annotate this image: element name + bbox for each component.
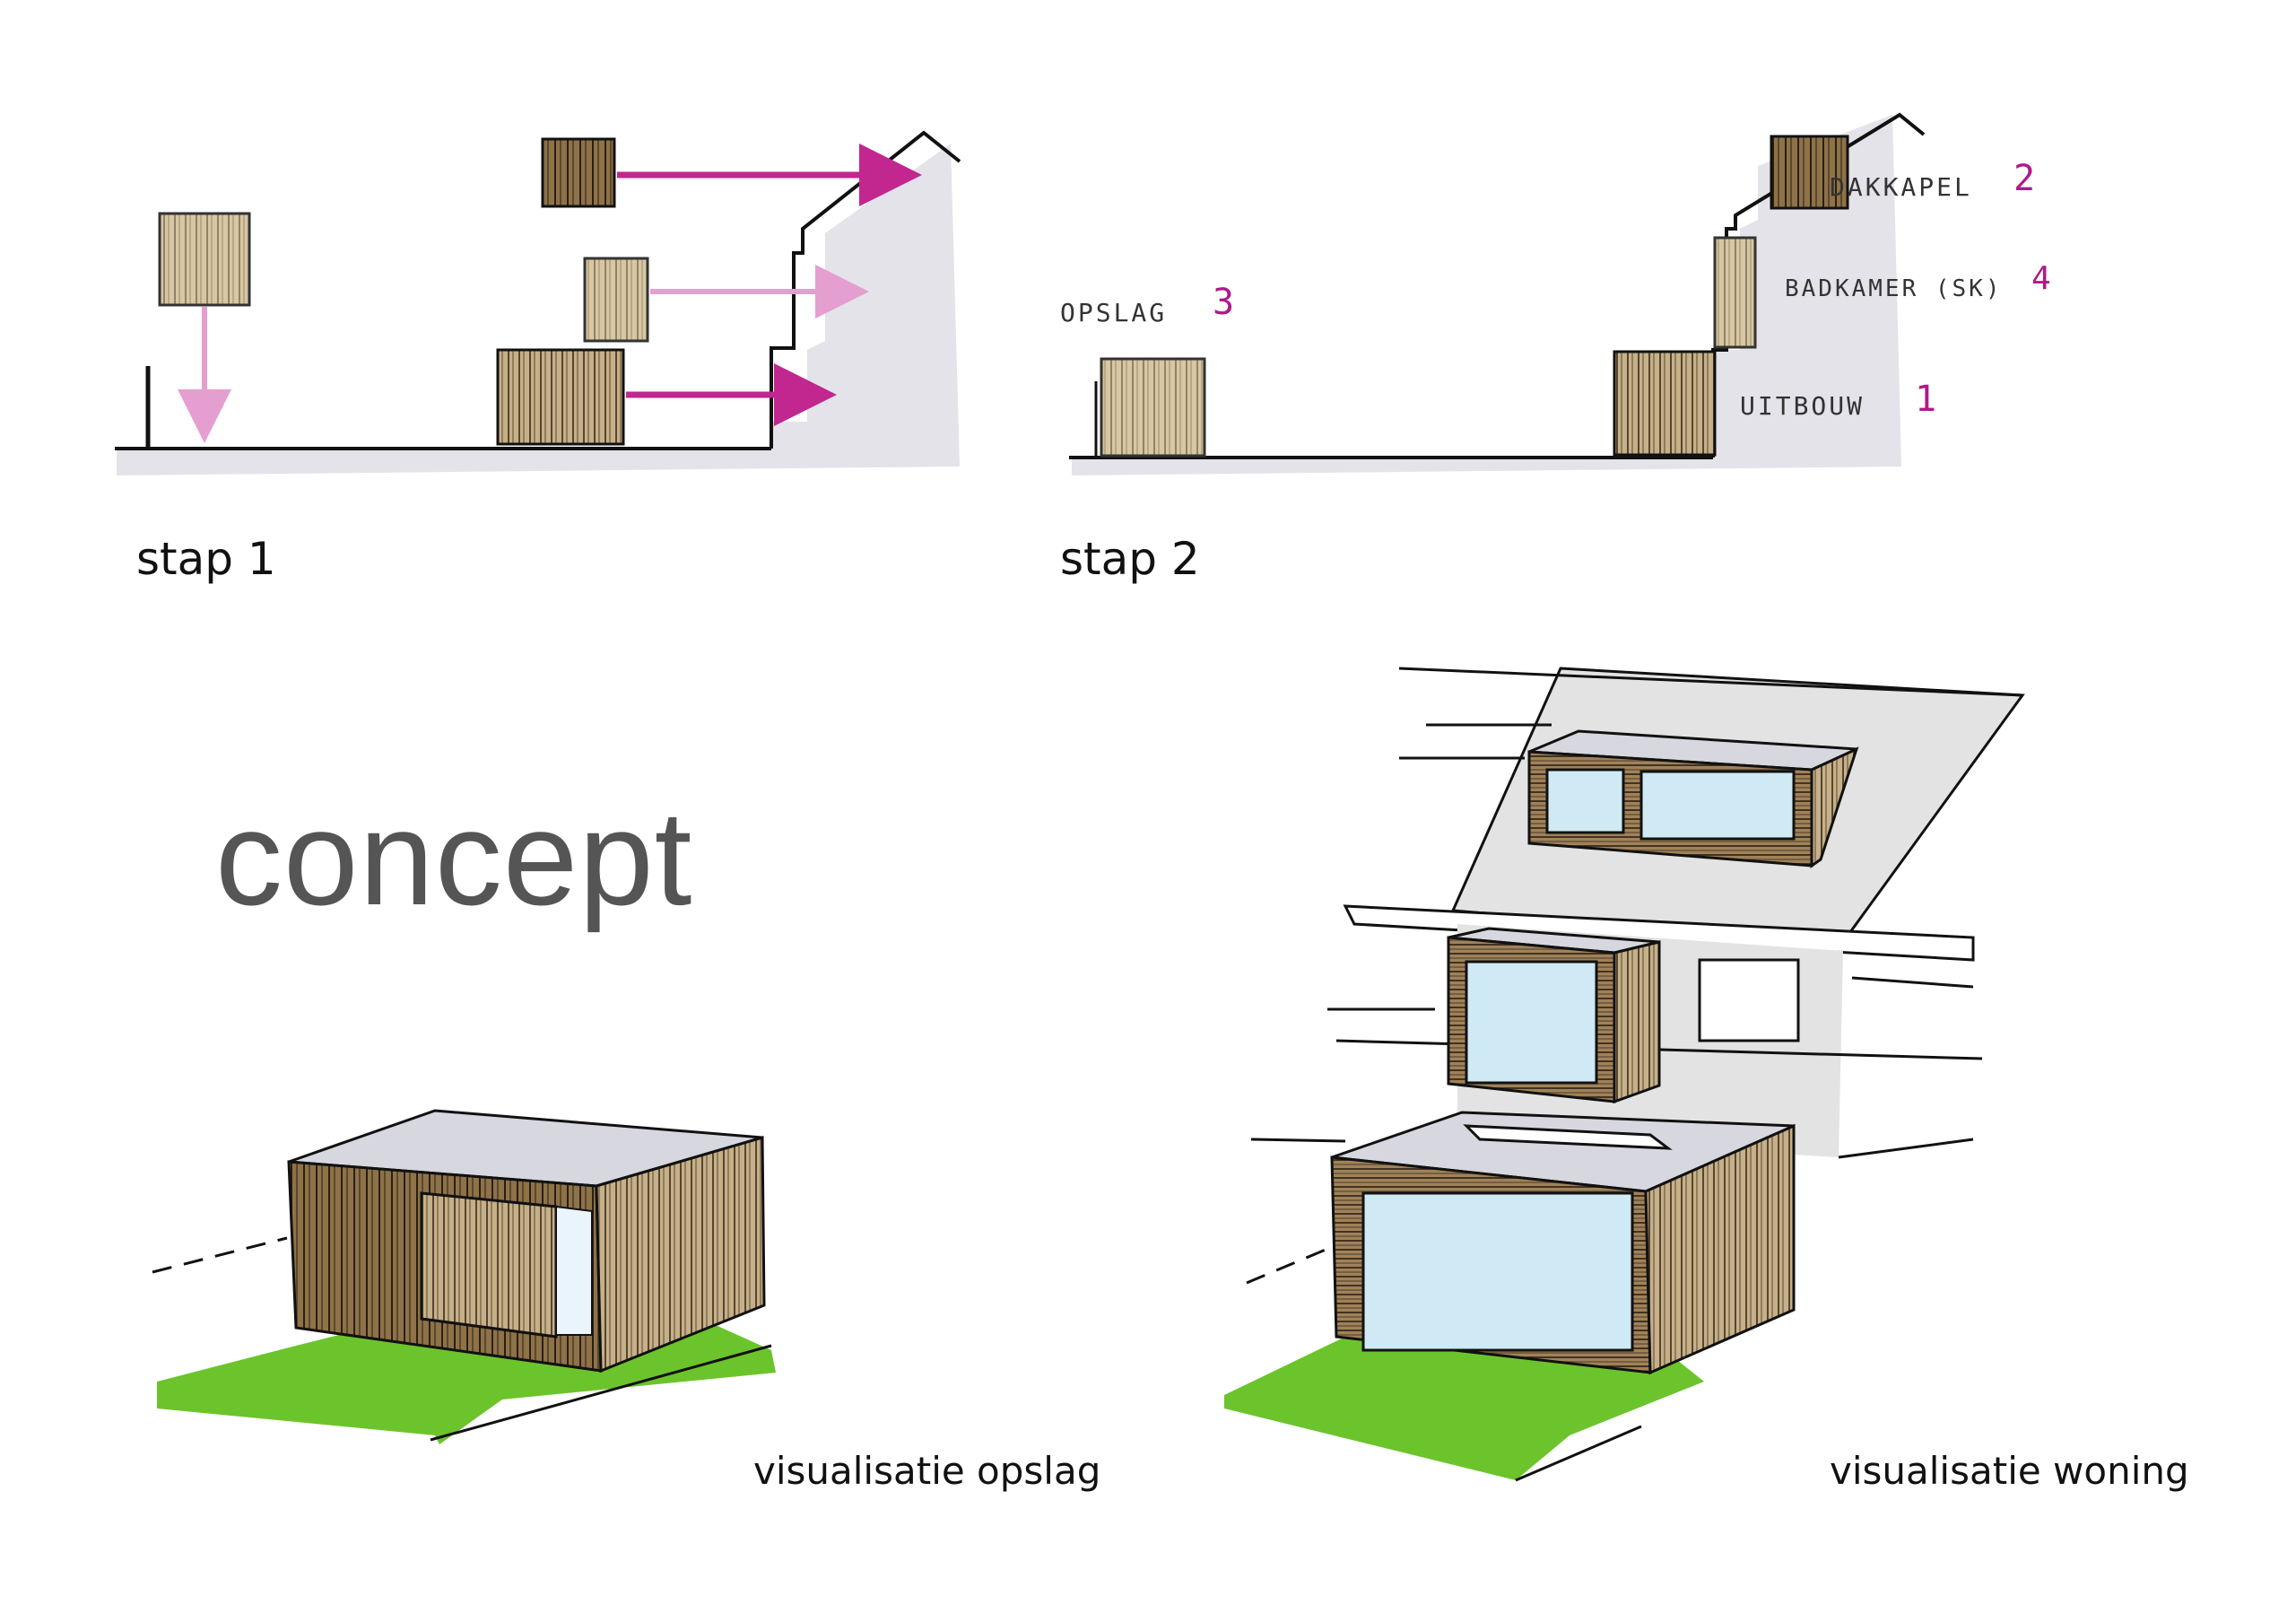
storage-block	[158, 212, 251, 307]
dormer-window-left	[1545, 768, 1625, 834]
storage-placed	[1100, 357, 1206, 458]
step2-diagram: OPSLAG 3 DAKKAPEL 2 BADKAMER (SK) 4 UITB…	[1060, 112, 2051, 475]
bathroom-block	[583, 257, 649, 343]
concept-title: concept	[215, 782, 693, 933]
bathroom-placed	[1713, 236, 1757, 349]
label-dakkapel-num: 2	[2013, 158, 2035, 199]
label-uitbouw: UITBOUW	[1740, 391, 1865, 421]
caption-woning: visualisatie woning	[1830, 1449, 2189, 1493]
step1-diagram	[115, 130, 961, 475]
label-opslag: OPSLAG	[1060, 298, 1167, 327]
extension-placed	[1613, 350, 1717, 457]
dormer-placed	[1770, 135, 1849, 210]
bathroom-window	[1465, 960, 1598, 1085]
storage-side	[595, 1136, 766, 1373]
step2-label: stap 2	[1060, 533, 1200, 585]
label-uitbouw-num: 1	[1915, 379, 1936, 420]
label-badkamer-num: 4	[2031, 260, 2051, 297]
extension-block	[496, 348, 625, 446]
house-section-2	[1711, 112, 1926, 458]
rooflight	[1463, 1124, 1673, 1150]
extension-glazing	[1361, 1191, 1634, 1352]
extension-side	[1644, 1123, 1796, 1375]
house-visualisation	[1224, 667, 2025, 1482]
eaves	[1343, 904, 1975, 962]
storage-visualisation	[152, 1109, 776, 1444]
label-opslag-num: 3	[1213, 282, 1234, 323]
dormer-block	[541, 137, 616, 208]
label-badkamer: BADKAMER (SK)	[1785, 275, 2003, 302]
label-dakkapel: DAKKAPEL	[1830, 172, 1972, 202]
step1-label: stap 1	[136, 533, 276, 585]
caption-opslag: visualisatie opslag	[753, 1449, 1101, 1493]
dormer-window-right	[1639, 770, 1796, 841]
ground-shadow	[117, 144, 960, 475]
